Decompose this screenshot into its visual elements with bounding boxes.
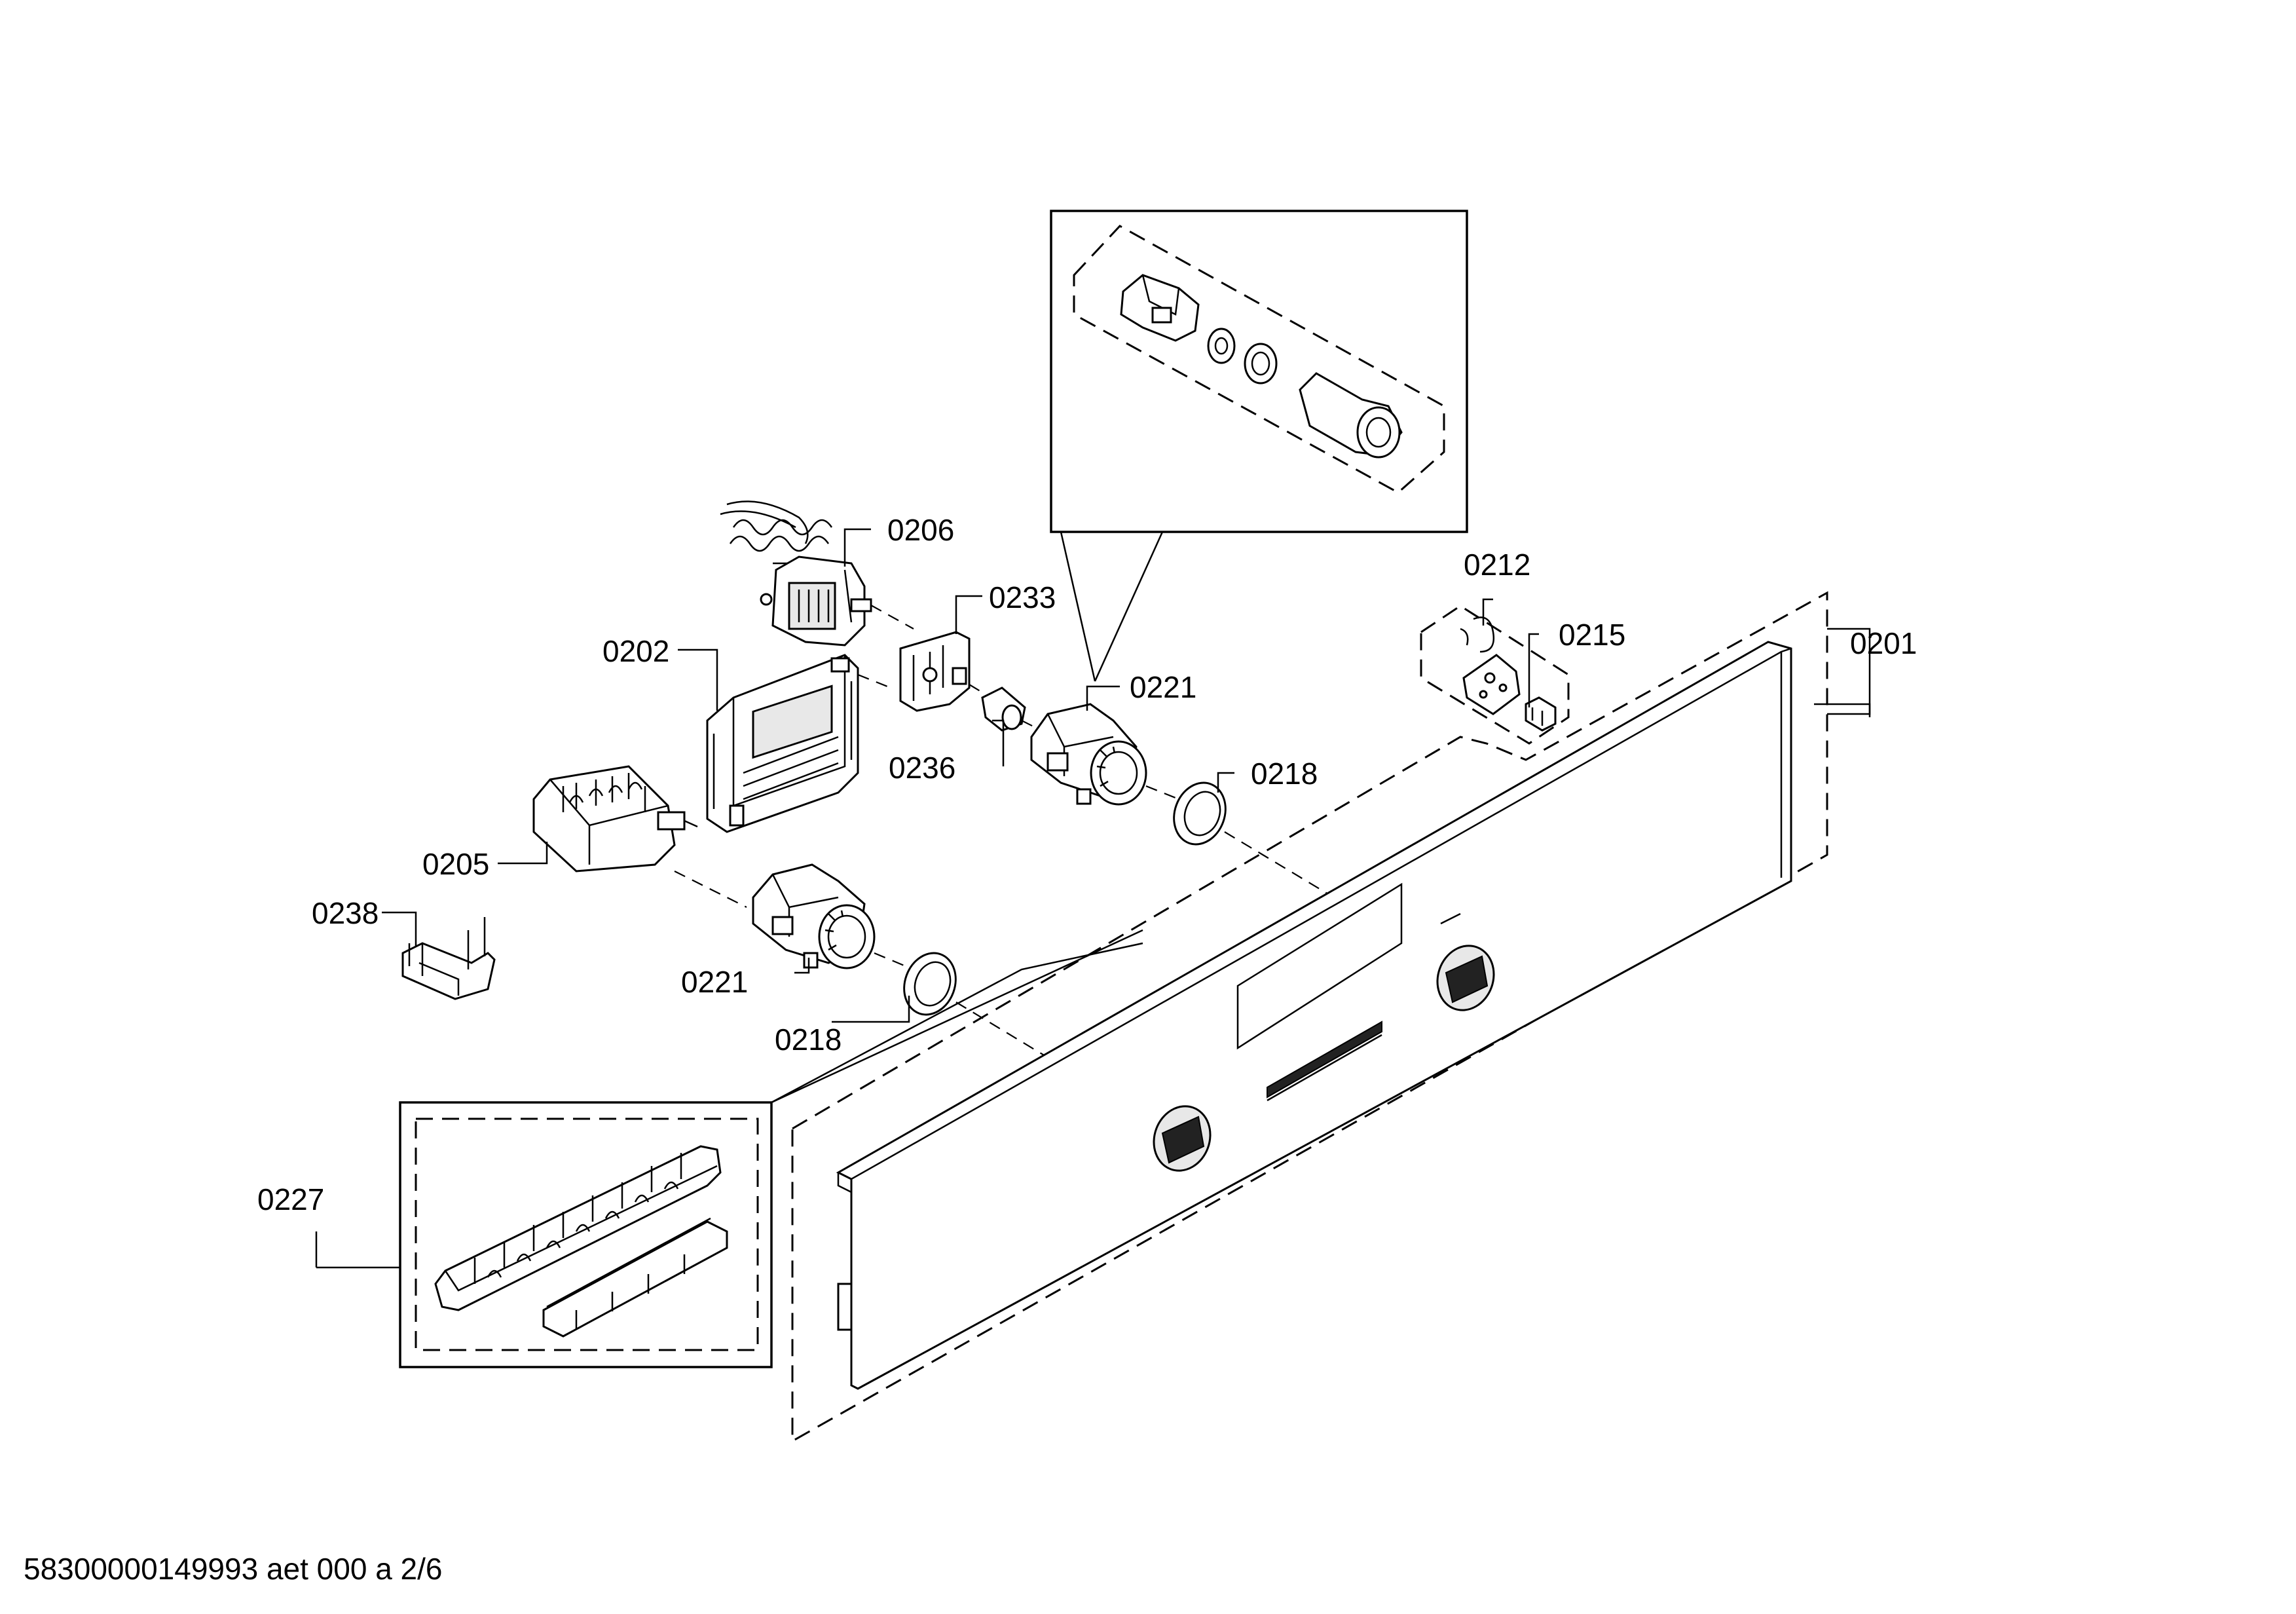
part-0202-clock-module-drawing <box>706 654 891 833</box>
part-0221-knob-right-drawing <box>1030 703 1179 806</box>
part-0206-thermostat-drawing <box>720 500 914 647</box>
inset-knob-cap-drawing <box>1299 372 1403 459</box>
inset-knob-body-drawing <box>1120 274 1200 342</box>
part-0215-connector-drawing <box>1525 696 1557 732</box>
part-0238-bracket-drawing <box>401 917 496 1000</box>
callout-0201: 0201 <box>1850 626 1917 660</box>
part-0221-knob-left-drawing <box>752 863 914 971</box>
part-0205-selector-switch-drawing <box>532 765 747 908</box>
inset-spring-ring-drawing <box>1207 328 1236 364</box>
callout-0205: 0205 <box>422 847 489 881</box>
part-0212-sensor-kit-drawing <box>1420 605 1570 745</box>
callout-labels: 0201 0202 0205 0206 0212 0215 0218 0218 … <box>257 513 1917 1216</box>
callout-0212: 0212 <box>1464 548 1530 582</box>
callout-0236: 0236 <box>889 751 955 785</box>
knob-detail-inset <box>1050 210 1468 682</box>
callout-0218-right: 0218 <box>1251 757 1318 791</box>
leader-lines <box>315 528 1871 1269</box>
callout-0215: 0215 <box>1559 618 1625 652</box>
document-id-footer: 58300000149993 aet 000 a 2/6 <box>24 1552 443 1586</box>
callout-0206: 0206 <box>887 513 954 547</box>
callout-0221-left: 0221 <box>681 965 748 999</box>
part-0201-control-panel-drawing <box>791 591 1828 1443</box>
callout-0218-left: 0218 <box>775 1023 842 1057</box>
callout-0202: 0202 <box>602 634 669 668</box>
callout-0221-right: 0221 <box>1130 670 1196 704</box>
part-0227-button-strip-inset <box>399 929 1143 1368</box>
part-0233-holder-bracket-drawing <box>899 631 971 712</box>
callout-0227: 0227 <box>257 1182 324 1216</box>
inset-bezel-ring-drawing <box>1244 343 1278 385</box>
callout-0238: 0238 <box>312 896 379 930</box>
callout-0233: 0233 <box>989 580 1056 614</box>
